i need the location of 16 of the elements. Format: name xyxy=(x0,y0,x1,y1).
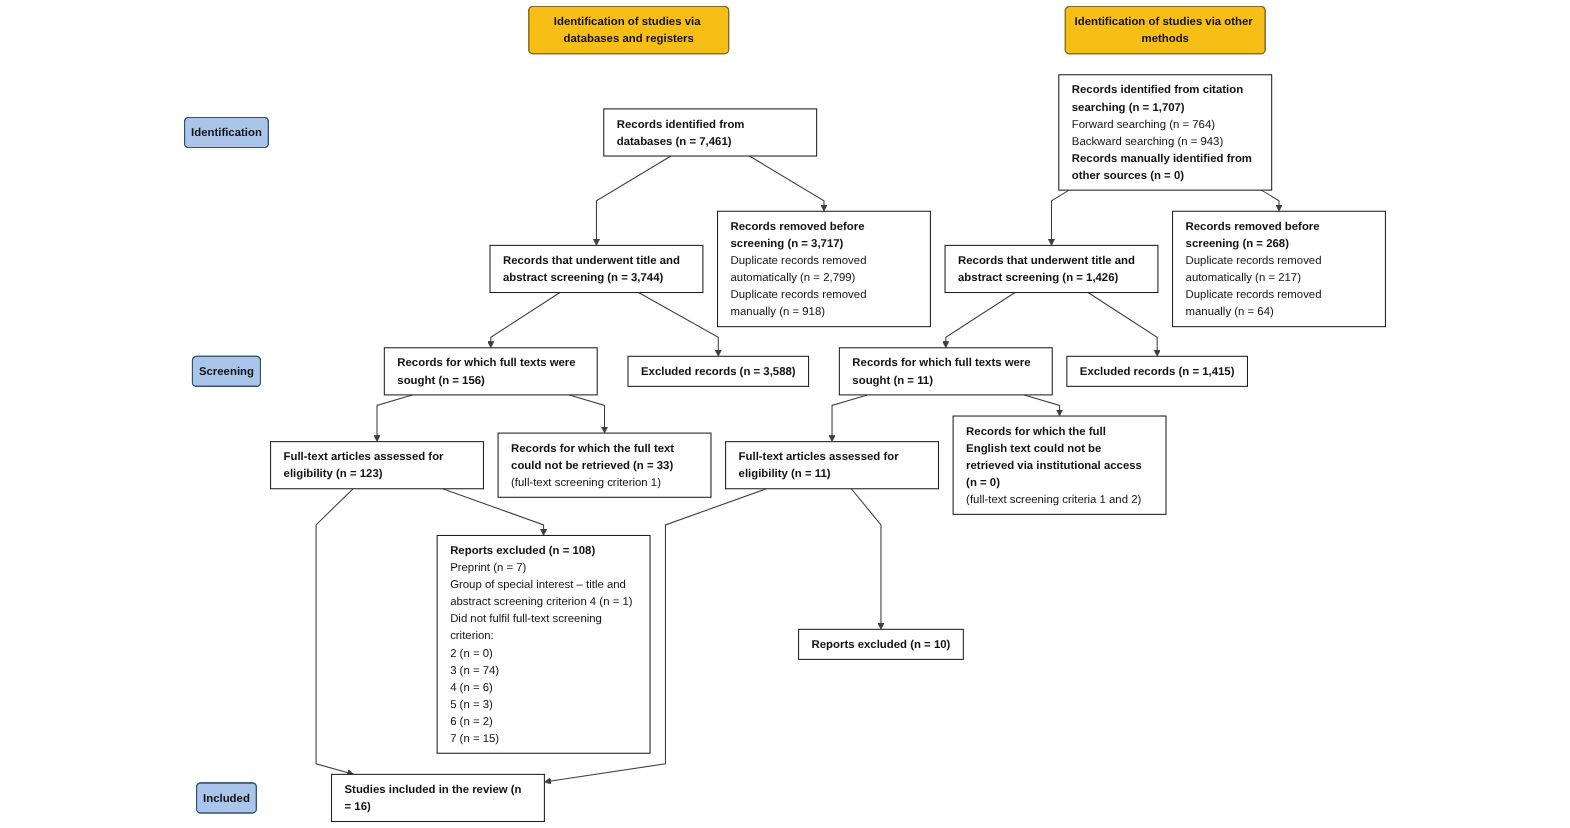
arrow xyxy=(1260,189,1283,212)
arrow xyxy=(1087,292,1161,357)
arrow xyxy=(315,488,355,777)
arrow xyxy=(373,394,413,442)
arrow xyxy=(568,394,609,434)
arrow xyxy=(850,488,885,630)
arrow xyxy=(544,488,767,785)
arrow xyxy=(1023,394,1064,417)
arrow xyxy=(748,155,828,212)
arrow xyxy=(638,292,722,357)
arrow xyxy=(942,292,1016,349)
arrow xyxy=(442,488,548,536)
arrow xyxy=(828,394,868,442)
arrow xyxy=(592,155,672,246)
arrow xyxy=(487,292,561,349)
arrow xyxy=(1047,189,1070,246)
